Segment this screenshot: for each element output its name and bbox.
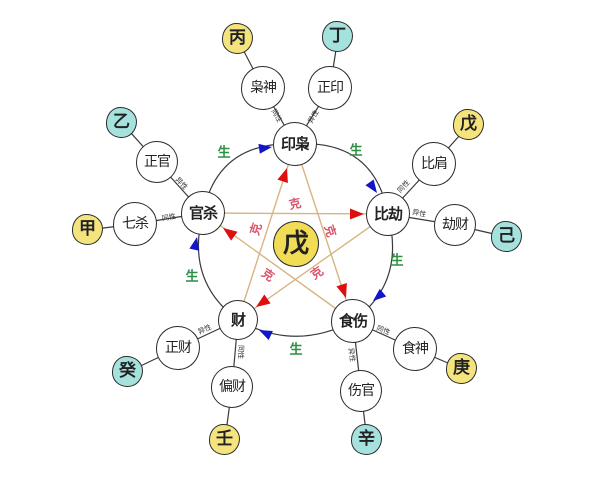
overcome-arrow-icons bbox=[223, 168, 364, 307]
generate-label-guansha-yinxiao: 生 bbox=[217, 145, 231, 161]
god-node-zhengyin: 正印 bbox=[308, 66, 352, 110]
stem-node-xin: 辛 bbox=[351, 424, 382, 455]
god-node-shangguan: 伤官 bbox=[340, 370, 382, 412]
god-node-xiaoshen: 枭神 bbox=[241, 66, 285, 110]
polarity-label-piancai: 同性 bbox=[236, 344, 245, 360]
stem-node-gui: 癸 bbox=[112, 356, 143, 387]
god-node-zhengguan: 正官 bbox=[136, 141, 178, 183]
generate-label-cai-guansha: 生 bbox=[185, 269, 199, 285]
polarity-label-shangguan: 异性 bbox=[346, 347, 357, 363]
god-node-jiecai: 劫财 bbox=[434, 204, 476, 246]
stem-node-jia: 甲 bbox=[72, 214, 103, 245]
generate-label-yinxiao-bijie: 生 bbox=[349, 143, 363, 159]
generate-label-shishang-cai: 生 bbox=[289, 342, 303, 358]
main-node-shishang: 食伤 bbox=[331, 299, 375, 343]
stem-node-yi: 乙 bbox=[106, 107, 137, 138]
center-daymaster-node: 戊 bbox=[273, 221, 319, 267]
stem-node-geng: 庚 bbox=[446, 353, 477, 384]
generate-arrow-icons bbox=[189, 143, 387, 341]
god-node-piancai: 偏财 bbox=[211, 366, 253, 408]
god-node-qisha: 七杀 bbox=[113, 202, 157, 246]
generate-label-bijie-shishang: 生 bbox=[390, 253, 404, 269]
stem-node-wu: 戊 bbox=[453, 109, 484, 140]
stem-node-ji: 己 bbox=[491, 221, 522, 252]
god-node-zhengcai: 正财 bbox=[156, 326, 200, 370]
stem-node-ren: 壬 bbox=[209, 424, 240, 455]
overcome-label-guansha-bijie: 克 bbox=[287, 195, 303, 213]
main-node-bijie: 比劫 bbox=[366, 192, 410, 236]
god-node-bijian: 比肩 bbox=[412, 142, 456, 186]
main-node-yinxiao: 印枭 bbox=[273, 122, 317, 166]
main-node-cai: 财 bbox=[218, 300, 258, 340]
stem-node-bing: 丙 bbox=[222, 23, 253, 54]
god-node-shishen: 食神 bbox=[393, 327, 437, 371]
stem-node-ding: 丁 bbox=[322, 21, 353, 52]
main-node-guansha: 官杀 bbox=[181, 191, 225, 235]
